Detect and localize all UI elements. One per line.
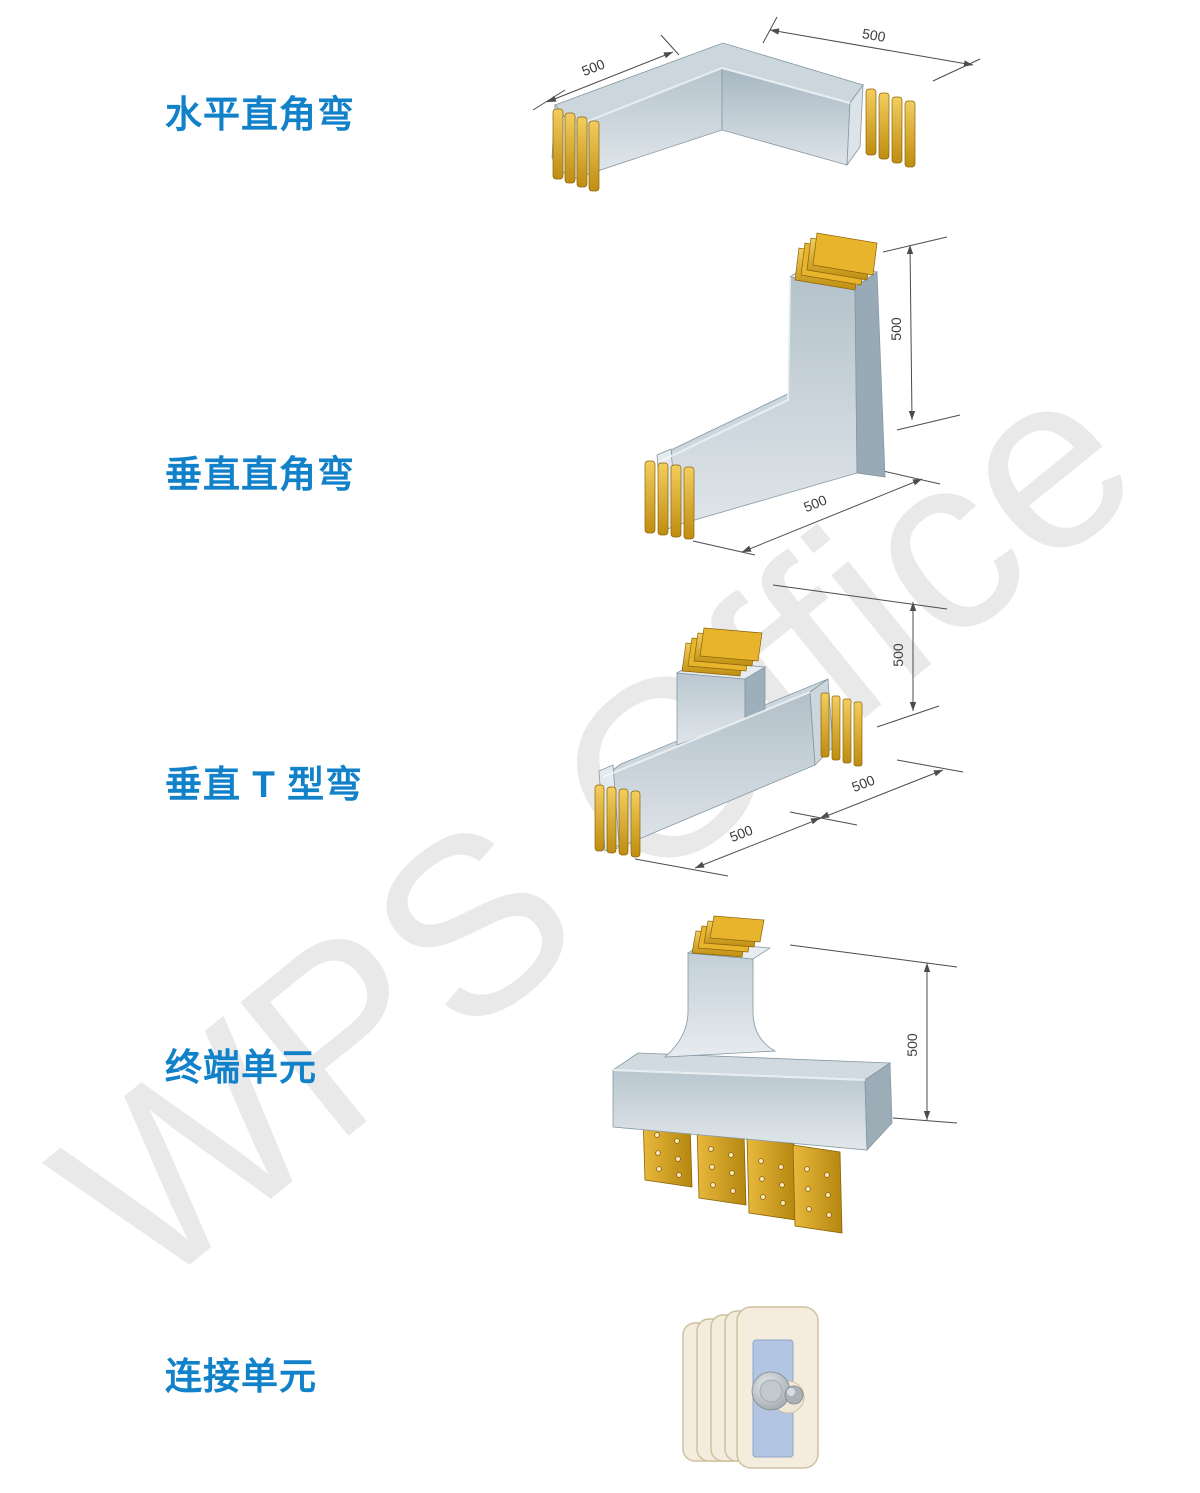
dimension-label: 500 (904, 1033, 920, 1057)
dimension-label: 500 (890, 643, 906, 667)
busbar-fins-right (820, 692, 863, 767)
section-label-vertical-tee: 垂直 T 型弯 (165, 764, 364, 805)
duct-body (656, 261, 886, 532)
duct-body (611, 941, 893, 1151)
busbar-fins-left (594, 784, 641, 858)
dimension-right: 500 (762, 16, 981, 82)
busbar-fins-right (865, 88, 916, 168)
vertical-tee-illustration: 500 500 500 (594, 584, 964, 877)
vertical-elbow-illustration: 500 500 (644, 232, 961, 556)
duct-body (598, 660, 834, 853)
dimension-height: 500 (772, 584, 948, 728)
dimension-label: 500 (888, 317, 904, 341)
dimension-label: 500 (861, 25, 887, 45)
bolt (751, 1371, 805, 1414)
busbar-fins-left (552, 108, 600, 192)
dimension-label: 500 (801, 491, 829, 515)
dimension-label: 500 (579, 56, 607, 80)
dimension-label: 500 (727, 822, 755, 846)
terminal-unit-illustration: 500 (611, 915, 958, 1234)
horizontal-elbow-illustration: 500 500 (532, 16, 981, 192)
busbar-fins-top (794, 232, 878, 291)
busbar-fins-top (681, 627, 763, 677)
connection-unit-illustration (682, 1306, 819, 1469)
dimension-label: 500 (849, 772, 877, 796)
section-label-vertical-elbow: 垂直直角弯 (165, 454, 355, 495)
dimension-left: 500 (532, 34, 680, 111)
section-label-horizontal-elbow: 水平直角弯 (165, 94, 355, 135)
dimension-height: 500 (789, 944, 958, 1124)
section-label-connection-unit: 连接单元 (165, 1356, 317, 1397)
section-label-terminal-unit: 终端单元 (165, 1047, 317, 1088)
busbar-fins-top (691, 915, 765, 958)
busbar-fins-left (644, 460, 695, 540)
dimension-height: 500 (882, 236, 961, 431)
